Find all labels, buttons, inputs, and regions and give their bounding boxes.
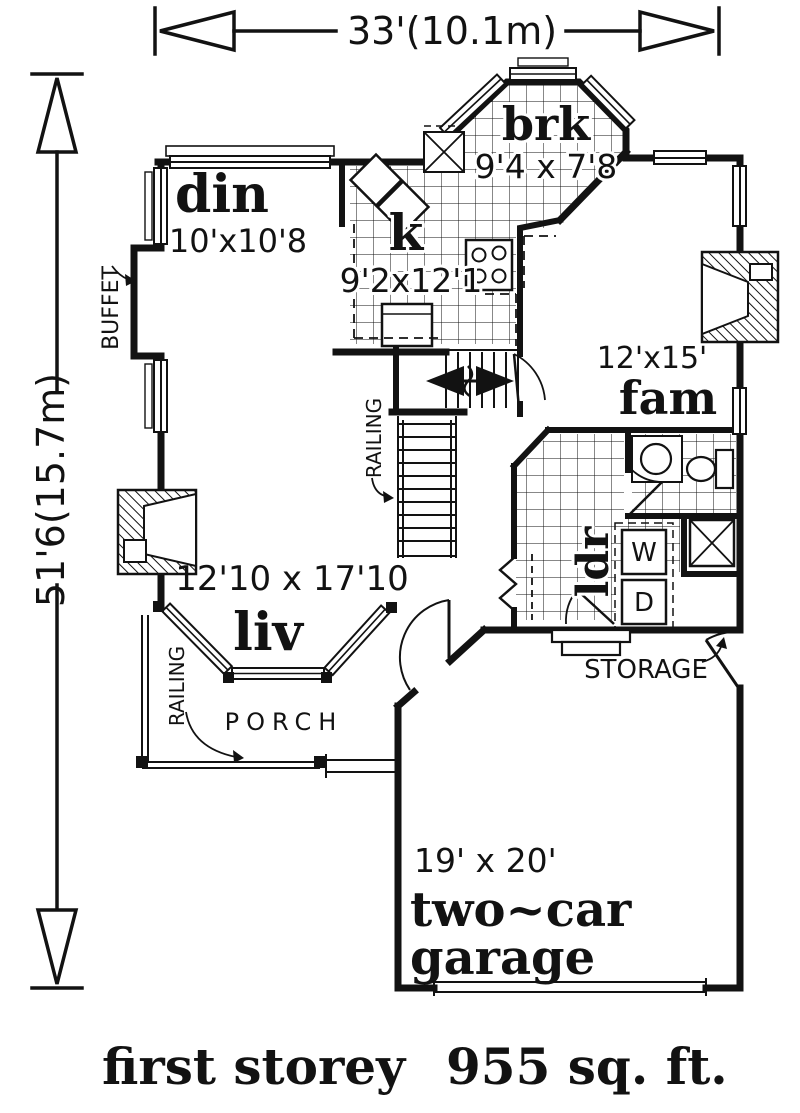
room-label-garage-line1: two~car — [410, 882, 632, 938]
living-bay-windows — [153, 601, 397, 683]
railing-stairs-arrow — [371, 477, 394, 503]
laundry-fixtures — [498, 522, 674, 632]
caption-area: 955 sq. ft. — [446, 1037, 728, 1096]
left-dim-top-arrow — [35, 77, 79, 154]
stove — [464, 238, 514, 292]
interior-walls — [332, 159, 743, 629]
bath-laundry-wall — [625, 427, 743, 577]
left-dim-bottom-arrow — [35, 908, 79, 985]
porch-label: PORCH — [225, 708, 344, 736]
washer-label: W — [631, 538, 657, 568]
buffet-pointer-arrow — [111, 265, 136, 286]
room-label-family: fam — [619, 371, 717, 425]
storage-door — [704, 630, 742, 691]
toilet — [685, 448, 735, 490]
family-top-window — [653, 150, 707, 165]
pointer-arrows — [111, 265, 727, 763]
room-label-kitchen: k — [389, 203, 425, 262]
kitchen-fixtures — [348, 125, 556, 348]
buffet-label: BUFFET — [99, 266, 124, 350]
storage-pointer-arrow — [701, 637, 727, 663]
garage-step — [550, 628, 632, 657]
height-dimension-label: 51'6(15.7m) — [29, 373, 73, 607]
railing-porch-arrow — [185, 711, 244, 763]
bathroom-fixtures — [629, 435, 736, 568]
bath-block-top-wall — [509, 425, 743, 471]
room-label-dining: din — [175, 164, 269, 225]
room-size-dining: 10'x10'8 — [169, 222, 307, 260]
family-right-window — [732, 165, 747, 227]
windows — [144, 57, 747, 683]
top-dim-right-arrow — [638, 9, 715, 53]
top-dim-left-arrow — [159, 9, 236, 53]
top-dimension: 33'(10.1m) — [153, 6, 721, 56]
stair-basement-door — [512, 353, 546, 409]
dining-bay-window — [165, 145, 335, 169]
room-size-family: 12'x15' — [597, 341, 708, 376]
kitchen-appliance-box — [423, 125, 465, 173]
dryer-label: D — [634, 588, 654, 618]
shower — [688, 518, 736, 568]
bathroom-door — [629, 469, 663, 515]
family-right-lower-window — [732, 387, 747, 435]
labels: din 10'x10'8 BUFFET brk 9'4 x 7'8 k 9'2x… — [99, 94, 728, 1096]
garage-chamfer-wall — [393, 625, 489, 711]
caption-title: first storey — [102, 1037, 407, 1096]
room-label-breakfast: brk — [502, 97, 591, 151]
exterior-walls — [130, 78, 744, 992]
room-size-garage: 19' x 20' — [414, 841, 557, 880]
garage-features — [433, 628, 742, 996]
left-dimension: 51'6(15.7m) — [29, 72, 84, 990]
railing-porch-label: RAILING — [165, 646, 189, 726]
room-size-living: 12'10 x 17'10 — [175, 559, 408, 599]
tile-floors — [350, 82, 736, 620]
dryer-box — [620, 578, 668, 626]
laundry-door — [565, 589, 615, 625]
counter-dashed-lines — [353, 224, 556, 346]
laundry-tile-floor — [516, 434, 680, 620]
railing-stairs-label: RAILING — [362, 398, 386, 478]
room-label-garage-line2: garage — [410, 930, 595, 986]
washer-box — [620, 528, 668, 576]
dining-left-window — [144, 167, 168, 245]
kitchen-family-wall — [517, 216, 564, 351]
room-label-living: liv — [233, 602, 305, 663]
stairs — [397, 349, 546, 558]
laundry-dashed-outline — [614, 522, 674, 632]
garage-door — [433, 978, 707, 996]
porch-steps — [325, 754, 398, 778]
fireplace-right — [700, 250, 780, 344]
kitchen-sink-counter — [380, 302, 434, 348]
porch-railing — [136, 615, 398, 778]
width-dimension-label: 33'(10.1m) — [347, 9, 557, 53]
entry-door — [398, 599, 451, 691]
left-lower-window — [144, 359, 168, 433]
room-label-laundry: ldr — [568, 526, 619, 597]
room-size-breakfast: 9'4 x 7'8 — [475, 147, 618, 186]
stair-direction-arrows — [426, 365, 514, 398]
storage-label: STORAGE — [584, 655, 708, 685]
bathroom-sink — [639, 442, 673, 476]
fireplace-left — [116, 488, 198, 576]
kitchen-breakfast-tile-floor — [350, 82, 626, 344]
lower-flight — [397, 416, 457, 558]
room-size-kitchen: 9'2x12'1 — [340, 261, 483, 300]
breakfast-family-wall — [555, 147, 631, 225]
entry-closet-bifold — [498, 554, 533, 620]
corner-sink — [348, 152, 431, 235]
